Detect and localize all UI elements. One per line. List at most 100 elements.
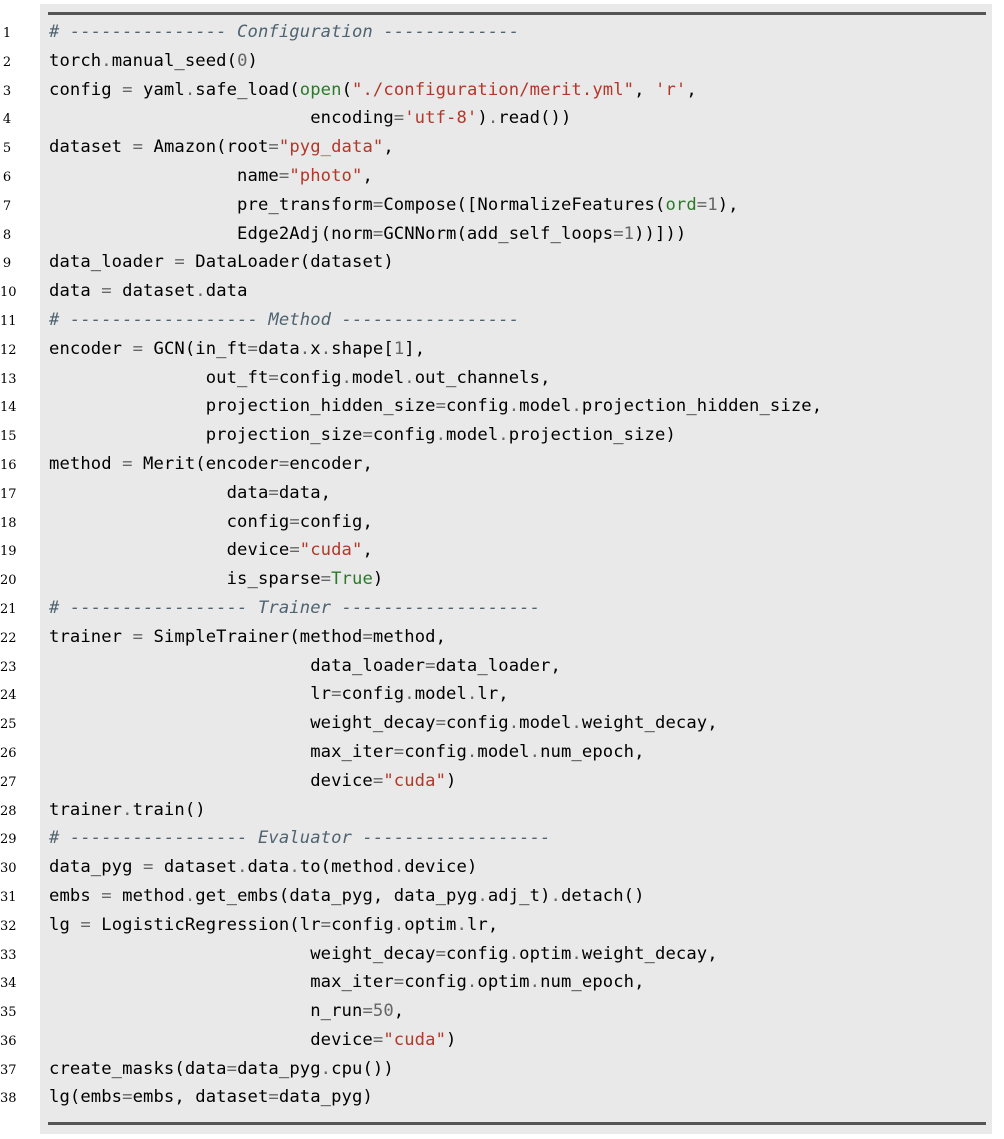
code-token: ) <box>477 108 488 129</box>
code-token: create_masks(data <box>49 1058 227 1079</box>
code-token: . <box>237 857 248 878</box>
code-token: lg(embs <box>49 1087 123 1108</box>
code-token: x <box>310 338 321 359</box>
code-text: device="cuda", <box>49 540 373 560</box>
code-token: config <box>331 914 394 935</box>
code-token: optim <box>519 943 572 964</box>
code-text: encoder = GCN(in_ft=data.x.shape[1], <box>49 339 425 359</box>
line-number: 20 <box>0 573 17 589</box>
code-text: data_pyg = dataset.data.to(method.device… <box>49 857 477 877</box>
code-token: weight_decay, <box>581 713 718 734</box>
code-token: cpu()) <box>331 1058 394 1079</box>
code-token: shape[ <box>331 338 394 359</box>
code-token: trainer <box>49 799 123 820</box>
code-text: torch.manual_seed(0) <box>49 51 258 71</box>
line-number: 34 <box>0 976 17 992</box>
line-number: 30 <box>0 861 17 877</box>
line-number: 26 <box>0 745 17 761</box>
code-token: . <box>195 281 206 302</box>
code-token: = <box>226 1058 238 1079</box>
code-token: name <box>49 165 279 186</box>
line-number: 2 <box>2 54 12 70</box>
code-token: . <box>550 885 561 906</box>
code-token: out_channels, <box>414 367 551 388</box>
code-token: manual_seed( <box>111 50 238 71</box>
code-token: projection_size) <box>508 425 676 446</box>
code-token: lg <box>49 914 81 935</box>
code-text: trainer = SimpleTrainer(method=method, <box>49 627 446 647</box>
code-text: n_run=50, <box>49 1001 404 1021</box>
code-line: 27 device="cuda") <box>0 768 1000 797</box>
line-number: 11 <box>0 313 17 329</box>
code-text: create_masks(data=data_pyg.cpu()) <box>49 1059 394 1079</box>
code-token: device <box>49 770 373 791</box>
code-token: ord <box>665 194 697 215</box>
code-token: lr <box>49 684 332 705</box>
line-number: 5 <box>2 141 12 157</box>
line-number: 21 <box>0 601 17 617</box>
code-token: = <box>696 194 708 215</box>
code-text: # ------------------ Method ------------… <box>49 310 519 330</box>
code-token: = <box>122 453 133 474</box>
code-line: 33 weight_decay=config.optim.weight_deca… <box>0 941 1000 970</box>
code-text: max_iter=config.optim.num_epoch, <box>49 972 645 992</box>
code-token: method <box>111 885 185 906</box>
code-token: GCNNorm(add_self_loops <box>383 223 614 244</box>
code-token: . <box>487 108 499 129</box>
code-line: 15 projection_size=config.model.projecti… <box>0 422 1000 451</box>
code-token: = <box>372 770 384 791</box>
code-token: = <box>80 914 91 935</box>
line-number: 6 <box>2 169 12 185</box>
code-token: # ----------------- Evaluator ----------… <box>49 828 551 849</box>
code-token: = <box>132 137 144 158</box>
line-number: 35 <box>0 1005 17 1021</box>
code-token: , <box>362 165 373 186</box>
code-token: . <box>529 972 541 993</box>
code-token: dataset <box>111 281 196 302</box>
code-token: = <box>268 367 279 388</box>
code-line: 7 pre_transform=Compose([NormalizeFeatur… <box>0 192 1000 221</box>
code-token: weight_decay <box>49 943 436 964</box>
line-number: 1 <box>2 26 12 41</box>
code-text: is_sparse=True) <box>49 569 384 589</box>
line-number: 4 <box>2 112 12 128</box>
code-token: config <box>404 741 467 762</box>
code-token: to(method <box>299 857 394 878</box>
code-token: out_ft <box>49 367 269 388</box>
code-token: device) <box>404 857 478 878</box>
code-text: lg = LogisticRegression(lr=config.optim.… <box>49 915 498 935</box>
code-text: # --------------- Configuration --------… <box>49 22 519 42</box>
code-token: . <box>508 396 520 417</box>
code-line: 4 encoding='utf-8').read()) <box>0 105 1000 134</box>
code-token: config, <box>299 511 373 532</box>
code-token: open <box>299 79 342 100</box>
code-token: . <box>466 741 478 762</box>
code-text: dataset = Amazon(root="pyg_data", <box>49 137 394 157</box>
code-token: config <box>278 367 342 388</box>
code-token: ( <box>341 79 353 100</box>
code-token: config <box>49 511 290 532</box>
code-text: projection_hidden_size=config.model.proj… <box>49 396 822 416</box>
code-token: pre_transform <box>49 194 373 215</box>
code-token: torch <box>49 50 102 71</box>
code-token: config <box>446 943 509 964</box>
code-text: max_iter=config.model.num_epoch, <box>49 742 645 762</box>
code-token: = <box>372 1029 384 1050</box>
line-number: 3 <box>2 83 12 99</box>
code-text: method = Merit(encoder=encoder, <box>49 454 373 474</box>
code-token: . <box>571 396 582 417</box>
code-token: encoding <box>49 108 394 129</box>
code-token: = <box>435 396 447 417</box>
code-text: data=data, <box>49 483 331 503</box>
top-rule <box>48 12 986 15</box>
code-token: 50 <box>372 1001 394 1022</box>
code-token: ], <box>404 338 426 359</box>
code-token: , <box>362 540 373 561</box>
code-token: data_pyg <box>237 1058 321 1079</box>
code-token: . <box>404 684 415 705</box>
code-token: . <box>320 1058 332 1079</box>
code-token: model <box>477 741 530 762</box>
